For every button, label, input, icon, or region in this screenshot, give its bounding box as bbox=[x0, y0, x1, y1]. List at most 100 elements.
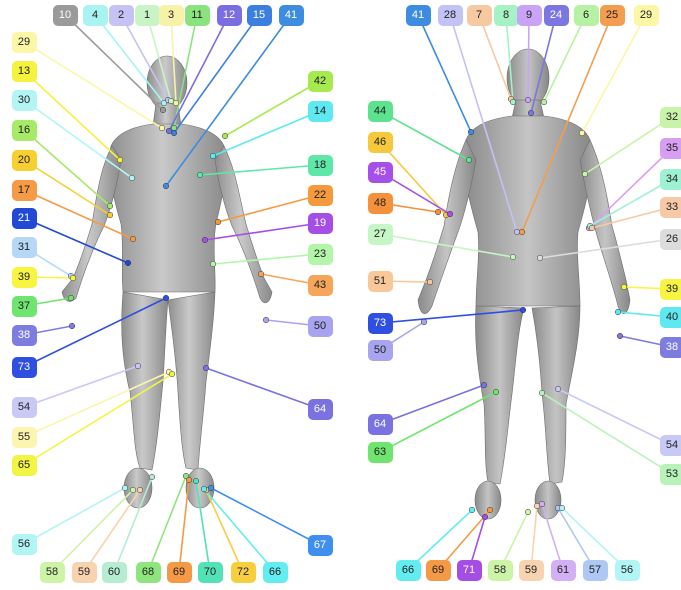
back-marker-69 bbox=[487, 507, 493, 513]
front-leader-line-4 bbox=[95, 15, 164, 103]
front-landmark-label-72: 72 bbox=[231, 562, 256, 583]
front-landmark-label-4: 4 bbox=[83, 5, 108, 26]
back-landmark-label-29: 29 bbox=[634, 5, 659, 26]
front-landmark-label-22: 22 bbox=[308, 185, 333, 206]
back-marker-64 bbox=[481, 382, 487, 388]
back-leader-line-41 bbox=[418, 15, 471, 132]
front-landmark-label-12: 12 bbox=[217, 5, 242, 26]
back-marker-39 bbox=[621, 284, 627, 290]
back-landmark-label-6: 6 bbox=[574, 5, 599, 26]
front-marker-10 bbox=[160, 107, 166, 113]
back-marker-38 bbox=[617, 333, 623, 339]
back-leader-line-32 bbox=[585, 117, 672, 174]
back-marker-56 bbox=[559, 505, 565, 511]
back-landmark-label-63: 63 bbox=[368, 442, 393, 463]
back-landmark-label-46: 46 bbox=[368, 132, 393, 153]
front-marker-22 bbox=[215, 219, 221, 225]
front-landmark-label-23: 23 bbox=[308, 244, 333, 265]
front-landmark-label-64: 64 bbox=[308, 399, 333, 420]
back-marker-32 bbox=[582, 171, 588, 177]
back-landmark-label-7: 7 bbox=[467, 5, 492, 26]
front-landmark-label-20: 20 bbox=[12, 150, 37, 171]
front-marker-37 bbox=[68, 295, 74, 301]
back-marker-24 bbox=[528, 110, 534, 116]
front-marker-73 bbox=[163, 295, 169, 301]
front-landmark-label-56: 56 bbox=[12, 534, 37, 555]
front-landmark-label-66: 66 bbox=[263, 562, 288, 583]
front-landmark-label-2: 2 bbox=[109, 5, 134, 26]
front-landmark-label-3: 3 bbox=[159, 5, 184, 26]
back-landmark-label-35: 35 bbox=[660, 138, 681, 159]
back-landmark-label-39: 39 bbox=[660, 279, 681, 300]
back-torso bbox=[464, 116, 592, 306]
back-landmark-label-61: 61 bbox=[551, 560, 576, 581]
front-leader-line-66 bbox=[204, 489, 275, 572]
back-left-leg bbox=[475, 306, 524, 484]
front-marker-65 bbox=[169, 371, 175, 377]
back-landmark-label-27: 27 bbox=[368, 224, 393, 245]
front-landmark-label-41: 41 bbox=[279, 5, 304, 26]
back-leader-line-29 bbox=[582, 15, 646, 133]
front-marker-19 bbox=[202, 237, 208, 243]
front-marker-3 bbox=[173, 100, 179, 106]
front-landmark-label-38: 38 bbox=[12, 325, 37, 346]
front-landmark-label-54: 54 bbox=[12, 397, 37, 418]
front-landmark-label-55: 55 bbox=[12, 427, 37, 448]
back-landmark-label-50: 50 bbox=[368, 340, 393, 361]
back-marker-71 bbox=[482, 514, 488, 520]
front-landmark-label-19: 19 bbox=[308, 213, 333, 234]
front-landmark-label-43: 43 bbox=[308, 275, 333, 296]
back-leader-line-44 bbox=[380, 111, 469, 160]
front-leader-line-54 bbox=[24, 366, 138, 407]
front-landmark-label-59: 59 bbox=[72, 562, 97, 583]
front-marker-64 bbox=[203, 365, 209, 371]
front-marker-14 bbox=[210, 153, 216, 159]
front-leader-line-15 bbox=[174, 15, 259, 133]
front-marker-16 bbox=[107, 203, 113, 209]
front-landmark-label-50: 50 bbox=[308, 316, 333, 337]
front-landmark-label-18: 18 bbox=[308, 155, 333, 176]
front-marker-67 bbox=[208, 485, 214, 491]
front-marker-17 bbox=[130, 236, 136, 242]
front-marker-50 bbox=[263, 317, 269, 323]
back-marker-51 bbox=[427, 279, 433, 285]
front-landmark-label-70: 70 bbox=[198, 562, 223, 583]
front-marker-43 bbox=[258, 271, 264, 277]
front-marker-39 bbox=[70, 275, 76, 281]
back-leader-line-54 bbox=[558, 389, 672, 445]
front-landmark-label-31: 31 bbox=[12, 237, 37, 258]
front-landmark-label-42: 42 bbox=[308, 71, 333, 92]
back-marker-73 bbox=[520, 307, 526, 313]
back-marker-50 bbox=[421, 319, 427, 325]
back-landmark-label-8: 8 bbox=[494, 5, 519, 26]
back-landmark-label-64: 64 bbox=[368, 414, 393, 435]
back-landmark-label-34: 34 bbox=[660, 169, 681, 190]
back-marker-40 bbox=[615, 309, 621, 315]
back-leader-line-6 bbox=[544, 15, 586, 102]
back-landmark-label-28: 28 bbox=[438, 5, 463, 26]
back-landmark-label-69: 69 bbox=[426, 560, 451, 581]
back-landmark-label-66: 66 bbox=[396, 560, 421, 581]
front-marker-30 bbox=[129, 175, 135, 181]
front-marker-38 bbox=[69, 323, 75, 329]
front-landmark-label-37: 37 bbox=[12, 296, 37, 317]
front-marker-18 bbox=[197, 172, 203, 178]
back-landmark-label-41: 41 bbox=[406, 5, 431, 26]
back-landmark-label-38: 38 bbox=[660, 337, 681, 358]
back-landmark-label-56: 56 bbox=[615, 560, 640, 581]
front-landmark-label-73: 73 bbox=[12, 357, 37, 378]
back-marker-26 bbox=[537, 255, 543, 261]
back-leader-line-63 bbox=[380, 392, 496, 452]
front-marker-56 bbox=[122, 485, 128, 491]
front-leader-line-64 bbox=[206, 368, 320, 409]
front-landmark-label-21: 21 bbox=[12, 208, 37, 229]
front-marker-21 bbox=[125, 260, 131, 266]
front-leader-line-69 bbox=[179, 480, 189, 572]
front-landmark-label-30: 30 bbox=[12, 90, 37, 111]
front-landmark-label-17: 17 bbox=[12, 180, 37, 201]
front-torso bbox=[109, 124, 226, 292]
front-marker-20 bbox=[107, 212, 113, 218]
front-landmark-label-58: 58 bbox=[40, 562, 65, 583]
back-landmark-label-73: 73 bbox=[368, 313, 393, 334]
